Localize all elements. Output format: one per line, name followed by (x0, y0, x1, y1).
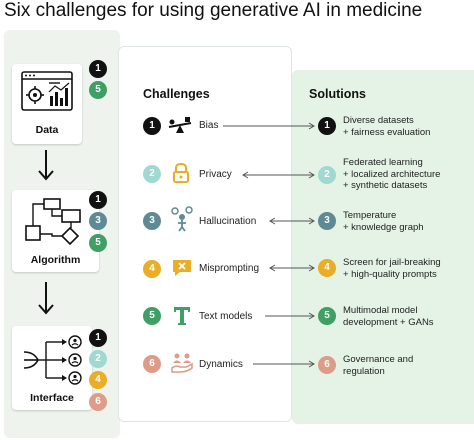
stage-algorithm-badge-5: 5 (89, 234, 107, 252)
solution-6-number: 6 (318, 356, 336, 374)
solution-5-line-2: development + GANs (343, 316, 434, 328)
stage-algorithm-box: Algorithm (12, 190, 99, 272)
connector-arrow-2 (242, 171, 315, 179)
text-t-icon (174, 307, 190, 325)
stage-interface-box: Interface (12, 326, 92, 410)
person-bubbles-icon (171, 206, 193, 232)
flowchart-icon (25, 198, 81, 246)
stage-interface-badge-6: 6 (89, 393, 107, 411)
solution-3-text: Temperature + knowledge graph (343, 210, 474, 233)
stage-label-algorithm: Algorithm (30, 254, 81, 266)
solutions-header: Solutions (309, 87, 366, 101)
solution-2-number: 2 (318, 166, 336, 184)
stage-data-badge-1: 1 (89, 60, 107, 78)
challenge-1-label: Bias (199, 120, 219, 131)
down-arrow-algorithm-interface (38, 282, 54, 315)
solution-3-line-1: Temperature (343, 210, 397, 221)
connector-arrow-3 (269, 217, 315, 225)
solution-4-line-2: + high-quality prompts (343, 268, 437, 280)
seesaw-icon (168, 117, 192, 133)
challenge-6-number: 6 (143, 355, 161, 373)
solution-2-line-2: + localized architecture (343, 168, 441, 180)
solution-6-line-1: Governance and (343, 354, 414, 365)
x-chat-icon (173, 260, 191, 276)
dashboard-gear-icon (21, 71, 73, 111)
challenge-3-label: Hallucination (199, 216, 257, 227)
challenge-2-label: Privacy (199, 169, 232, 180)
solution-1-text: Diverse datasets + fairness evaluation (343, 115, 474, 138)
solution-3-number: 3 (318, 212, 336, 230)
stage-data-badge-5: 5 (89, 81, 107, 99)
solution-6-text: Governance and regulation (343, 354, 474, 377)
solution-1-line-1: Diverse datasets (343, 115, 414, 126)
challenge-5-label: Text models (199, 311, 253, 322)
lock-icon (173, 162, 189, 183)
solution-4-number: 4 (318, 259, 336, 277)
solution-4-text: Screen for jail-breaking + high-quality … (343, 257, 474, 280)
stage-data-box: Data (12, 64, 82, 144)
connector-arrow-1 (223, 122, 315, 130)
challenge-4-label: Misprompting (199, 263, 260, 274)
solution-1-number: 1 (318, 117, 336, 135)
challenge-5-number: 5 (143, 307, 161, 325)
connector-arrow-5 (265, 312, 315, 320)
challenge-6-label: Dynamics (199, 359, 243, 370)
challenge-3-number: 3 (143, 212, 161, 230)
stage-label-data: Data (35, 124, 59, 136)
connector-arrow-4 (269, 264, 315, 272)
solution-2-line-3: + synthetic datasets (343, 180, 428, 191)
solution-2-line-1: Federated learning (343, 157, 423, 168)
user-network-icon (23, 335, 82, 385)
challenge-1-number: 1 (143, 117, 161, 135)
solution-1-line-2: + fairness evaluation (343, 126, 431, 138)
stage-algorithm-badge-1: 1 (89, 191, 107, 209)
challenge-4-number: 4 (143, 260, 161, 278)
solution-2-text: Federated learning + localized architect… (343, 157, 474, 192)
solution-4-line-1: Screen for jail-breaking (343, 257, 441, 268)
solution-6-line-2: regulation (343, 365, 385, 377)
challenge-2-number: 2 (143, 165, 161, 183)
people-hand-icon (171, 353, 193, 373)
stage-interface-badge-4: 4 (89, 371, 107, 389)
down-arrow-data-algorithm (38, 150, 54, 181)
solution-5-number: 5 (318, 307, 336, 325)
stage-interface-badge-2: 2 (89, 350, 107, 368)
solution-5-text: Multimodal model development + GANs (343, 305, 474, 328)
solution-3-line-2: + knowledge graph (343, 221, 424, 233)
diagram-title: Six challenges for using generative AI i… (4, 0, 423, 21)
stage-label-interface: Interface (30, 392, 74, 404)
stage-interface-badge-1: 1 (89, 329, 107, 347)
connector-arrow-6 (253, 360, 315, 368)
solution-5-line-1: Multimodal model (343, 305, 418, 316)
challenges-header: Challenges (143, 87, 210, 101)
stage-algorithm-badge-3: 3 (89, 212, 107, 230)
